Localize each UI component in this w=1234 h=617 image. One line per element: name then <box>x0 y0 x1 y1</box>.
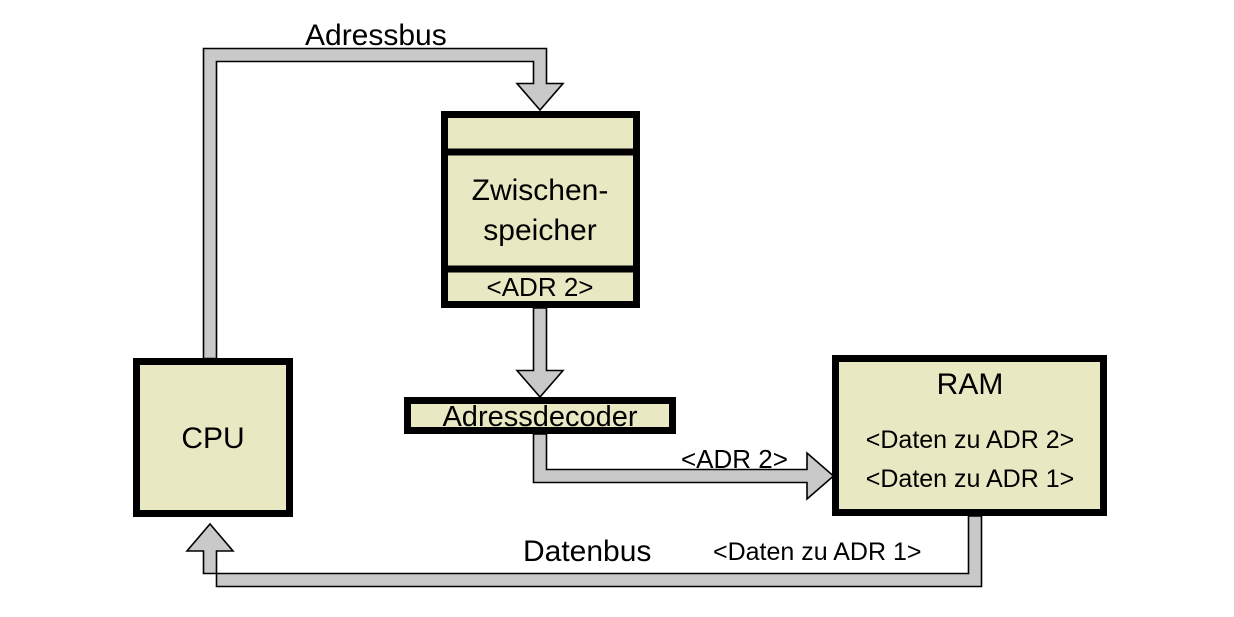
ram-box[interactable] <box>832 355 1107 516</box>
adressdecoder-label: Adressdecoder <box>442 401 637 433</box>
zwischenspeicher-label-line2: speicher <box>483 214 596 247</box>
datenbus-payload-label: <Daten zu ADR 1> <box>713 538 921 566</box>
datenbus-connector <box>185 515 983 588</box>
ram-title: RAM <box>937 368 1004 401</box>
adressbus-connector <box>202 47 565 360</box>
zwischenspeicher-box[interactable] <box>441 111 640 308</box>
cpu-box[interactable] <box>133 358 293 517</box>
ram-line2: <Daten zu ADR 1> <box>866 465 1074 493</box>
datenbus-path <box>185 515 983 588</box>
decoder-ram-arrow-path <box>532 433 835 501</box>
decoder-to-ram-label: <ADR 2> <box>681 444 788 474</box>
cpu-label: CPU <box>181 422 244 455</box>
datenbus-label: Datenbus <box>523 535 651 568</box>
zwischenspeicher-bottom-row-label: <ADR 2> <box>487 272 594 302</box>
ram-line1: <Daten zu ADR 2> <box>866 426 1074 454</box>
zwischenspeicher-label-line1: Zwischen- <box>472 174 609 207</box>
adressdecoder-box[interactable] <box>404 397 676 434</box>
adressdecoder-to-ram-connector <box>532 433 835 501</box>
adressbus-label: Adressbus <box>305 19 447 52</box>
adressbus-path <box>202 47 565 360</box>
zwischenspeicher-to-adressdecoder-connector <box>515 307 565 399</box>
cpu-node[interactable]: CPU <box>133 358 293 517</box>
ram-node[interactable]: RAM <Daten zu ADR 2> <Daten zu ADR 1> <box>832 355 1107 516</box>
zs-ad-arrow-path <box>515 307 565 399</box>
zwischenspeicher-node[interactable]: Zwischen- speicher <ADR 2> <box>441 111 640 308</box>
adressdecoder-node[interactable]: Adressdecoder <box>404 397 676 434</box>
